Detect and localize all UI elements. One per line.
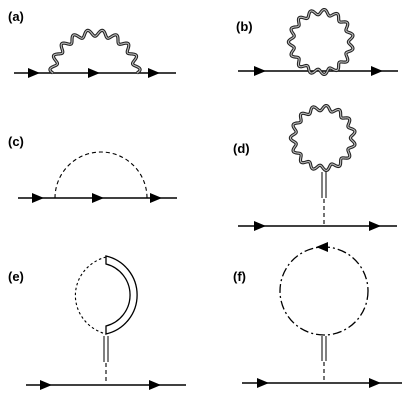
panel-e-label: (e)	[8, 269, 24, 284]
panel-e-arrow-left	[40, 380, 52, 390]
panel-a: (a)	[8, 9, 176, 78]
panel-f-arrow-right	[369, 378, 381, 388]
panel-a-arrow-left	[28, 68, 40, 78]
panel-d-label: (d)	[233, 141, 250, 156]
panel-b-arrow-left	[254, 66, 266, 76]
panel-f-arrow-left	[257, 378, 269, 388]
panel-a-arrow-right	[148, 68, 160, 78]
panel-f-label: (f)	[233, 269, 246, 284]
panel-a-wavy-propagator	[48, 28, 142, 75]
panel-a-arrow-center	[88, 68, 100, 78]
panel-a-wavy-highlight	[49, 29, 141, 74]
panel-b-label: (b)	[236, 19, 253, 34]
panel-d-wavy-loop-highlight	[289, 105, 356, 171]
panel-c-arrow-left	[32, 193, 44, 203]
panel-d: (d)	[233, 103, 397, 231]
panel-f: (f)	[233, 242, 402, 388]
panel-b-wavy-loop-highlight	[287, 9, 354, 75]
panel-c-label: (c)	[8, 134, 24, 149]
panel-e-double-arc	[105, 255, 138, 335]
panel-e-arrow-right	[149, 380, 161, 390]
panel-d-arrow-left	[254, 221, 266, 231]
panel-c-dashed-arc	[54, 151, 148, 199]
panel-e-dotted-arc	[74, 256, 107, 335]
panel-c: (c)	[8, 134, 177, 203]
panel-a-label: (a)	[8, 9, 24, 24]
panel-f-dashdot-loop	[279, 246, 369, 336]
panel-b: (b)	[236, 7, 398, 77]
panel-c-arrow-center	[92, 193, 104, 203]
panel-b-arrow-right	[371, 66, 383, 76]
panel-f-loop-arrow	[316, 242, 328, 252]
panel-e: (e)	[8, 255, 186, 390]
panel-c-arrow-right	[150, 193, 162, 203]
panel-d-arrow-right	[369, 221, 381, 231]
